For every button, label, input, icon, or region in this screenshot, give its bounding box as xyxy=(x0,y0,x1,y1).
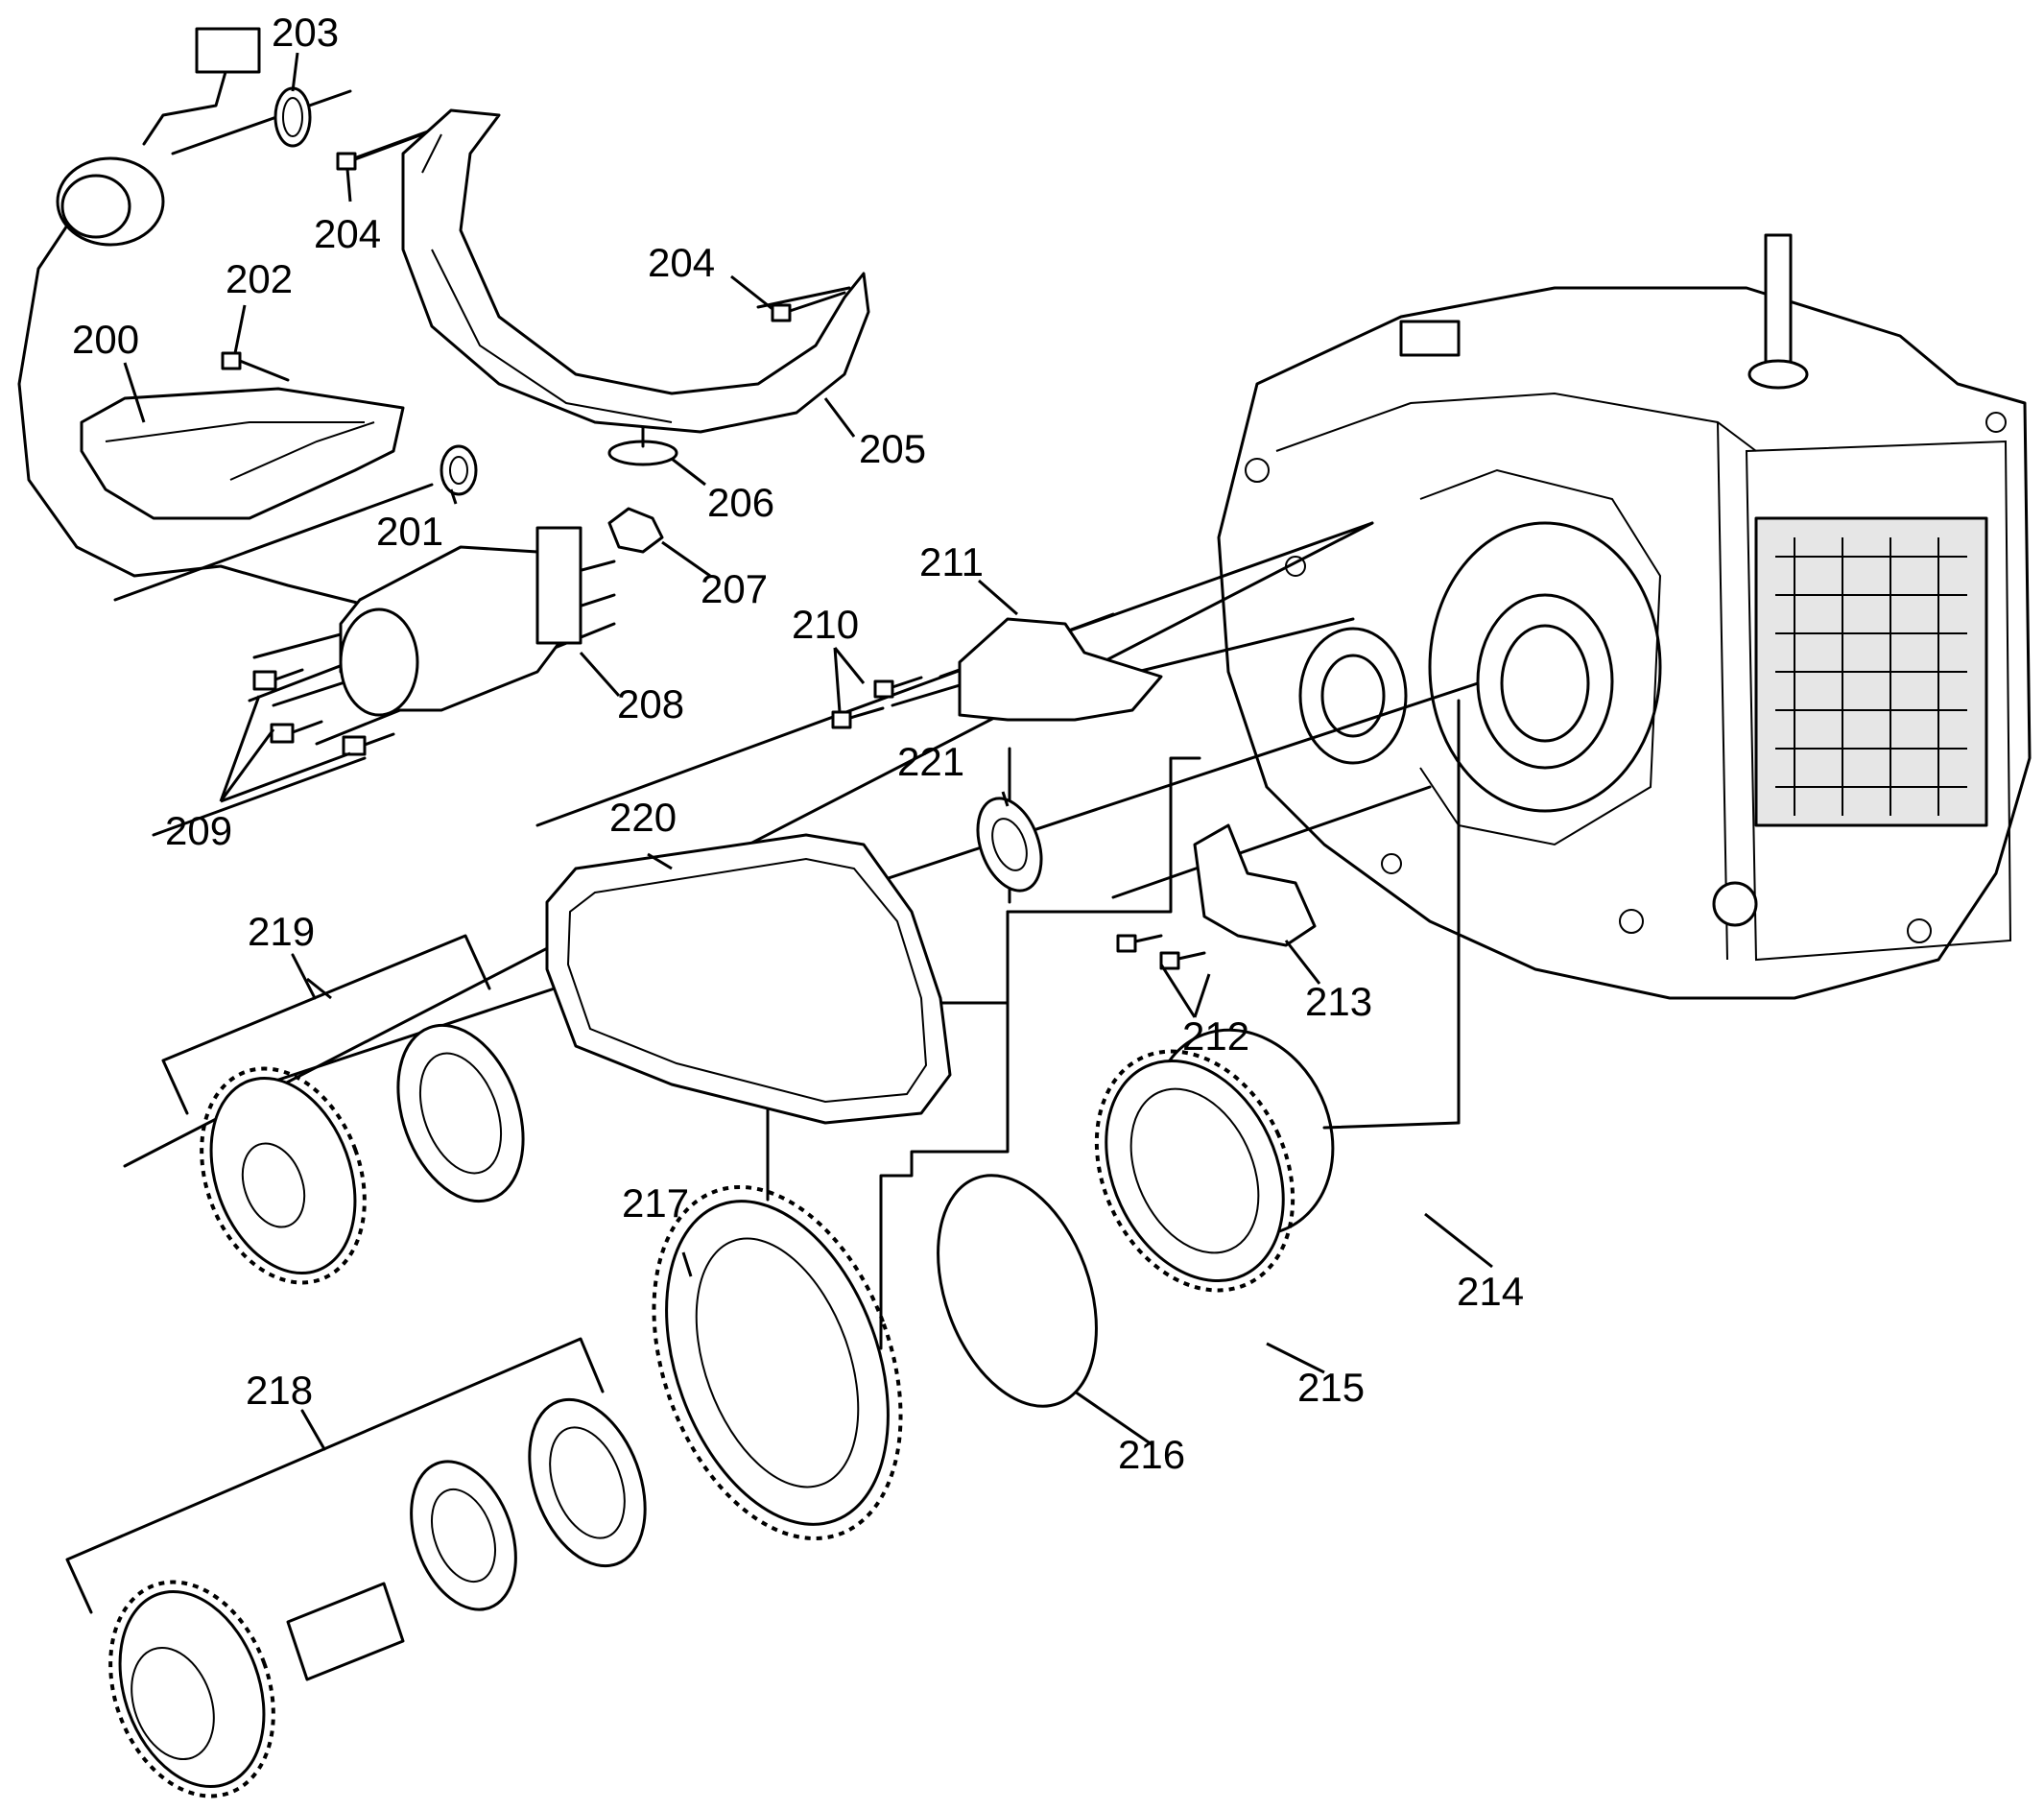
callout-213: 213 xyxy=(1305,979,1372,1024)
callout-210: 210 xyxy=(792,602,859,647)
part-205-heat-shield xyxy=(401,108,870,434)
part-215-gear xyxy=(1094,1049,1295,1293)
callout-208: 208 xyxy=(617,681,684,726)
callout-205: 205 xyxy=(859,426,926,471)
part-202-bolt xyxy=(221,351,290,382)
callout-216: 216 xyxy=(1118,1432,1185,1477)
part-200-filter xyxy=(80,387,405,520)
callout-218: 218 xyxy=(246,1368,313,1413)
part-210-bolts xyxy=(831,676,923,729)
transmission-case xyxy=(1217,233,2032,1000)
part-211-bracket xyxy=(958,617,1163,722)
callout-204-right: 204 xyxy=(648,240,715,285)
part-208-pump-assembly xyxy=(339,526,582,717)
wiring-harness-connector xyxy=(17,27,367,607)
callout-211: 211 xyxy=(919,539,984,584)
part-209-bolts xyxy=(252,668,395,756)
part-207-bracket xyxy=(607,507,664,554)
part-217-ring-gear xyxy=(652,1184,903,1541)
callout-200: 200 xyxy=(72,317,139,362)
part-203-seal-ring xyxy=(273,86,312,148)
callout-207: 207 xyxy=(701,566,768,611)
callout-labels: 200 201 202 203 204 204 205 206 207 208 … xyxy=(72,10,1524,1477)
callout-215: 215 xyxy=(1297,1365,1365,1410)
part-212-bolts xyxy=(1116,934,1206,970)
callout-203: 203 xyxy=(272,10,339,55)
callout-201: 201 xyxy=(376,509,443,554)
part-204-bolt-upper xyxy=(336,132,424,171)
callout-209: 209 xyxy=(165,808,232,853)
bracket-219 xyxy=(161,934,491,1115)
callout-206: 206 xyxy=(707,480,774,525)
callout-217: 217 xyxy=(622,1180,689,1226)
callout-219: 219 xyxy=(248,909,315,954)
callout-204-upper: 204 xyxy=(314,211,381,256)
callout-220: 220 xyxy=(609,795,677,840)
callout-202: 202 xyxy=(226,256,293,301)
part-220-drive-chain xyxy=(545,833,952,1125)
part-201-grommet xyxy=(440,444,478,496)
callout-221: 221 xyxy=(897,739,964,784)
callout-212: 212 xyxy=(1182,1013,1249,1059)
callout-214: 214 xyxy=(1457,1269,1524,1314)
part-221-seal xyxy=(976,797,1043,893)
part-219-gear-bearing xyxy=(200,1023,525,1285)
bracket-218 xyxy=(65,1337,605,1614)
part-216-snap-ring xyxy=(937,1174,1098,1408)
part-213-bracket xyxy=(1193,823,1317,947)
part-204-bolt-right xyxy=(771,291,846,322)
part-206-washer xyxy=(607,425,678,466)
part-218-carrier-assembly xyxy=(108,1397,647,1798)
leader-lines xyxy=(123,52,1493,1446)
